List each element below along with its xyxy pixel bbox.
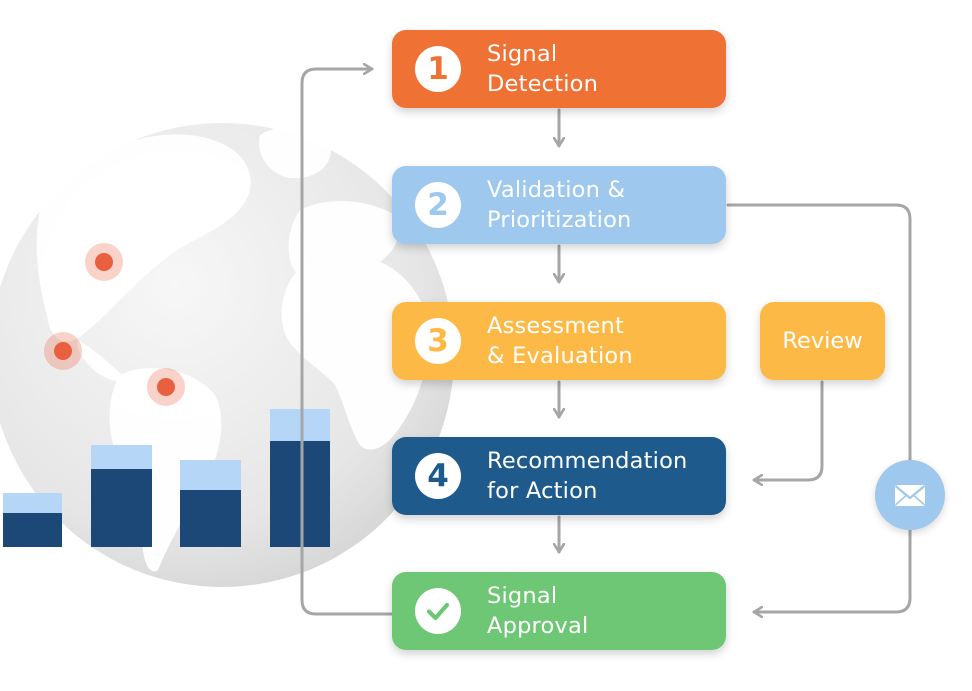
bar-3-bottom: [180, 490, 241, 547]
step-number-badge: 1: [415, 46, 461, 92]
step-signal-approval[interactable]: Signal Approval: [392, 572, 726, 650]
loop-back-arrow: [300, 69, 394, 616]
bar-4-bottom: [270, 441, 330, 547]
step-label-line-1: Recommendation: [487, 448, 688, 474]
flow-connectors: [300, 69, 912, 616]
step-label: Assessment & Evaluation: [487, 311, 633, 371]
step-label-line-1: Signal: [487, 583, 558, 609]
step-label-line-2: Approval: [487, 613, 589, 639]
step-label: Recommendation for Action: [487, 446, 688, 506]
step-label-line-2: & Evaluation: [487, 343, 633, 369]
review-box[interactable]: Review: [760, 302, 885, 380]
step-label-line-1: Signal: [487, 41, 558, 67]
step-label: Validation & Prioritization: [487, 175, 632, 235]
step-validation-prioritization[interactable]: 2 Validation & Prioritization: [392, 166, 726, 244]
bar-1-top: [3, 493, 62, 513]
bar-3-top: [180, 460, 241, 490]
bar-chart-illustration: [3, 409, 330, 547]
step-label-line-1: Validation &: [487, 177, 626, 203]
step-recommendation-for-action[interactable]: 4 Recommendation for Action: [392, 437, 726, 515]
location-dot-icon: [147, 368, 185, 406]
step-label-line-2: Detection: [487, 71, 599, 97]
step-assessment-evaluation[interactable]: 3 Assessment & Evaluation: [392, 302, 726, 380]
envelope-icon[interactable]: [875, 460, 945, 530]
location-dot-icon: [44, 332, 82, 370]
checkmark-icon: [415, 588, 461, 634]
step-signal-detection[interactable]: 1 Signal Detection: [392, 30, 726, 108]
step-label-line-1: Assessment: [487, 313, 624, 339]
step-label: Signal Detection: [487, 39, 598, 99]
step-label-line-2: for Action: [487, 478, 598, 504]
bar-2-top: [91, 445, 152, 469]
bar-1-bottom: [3, 513, 62, 547]
step-number-badge: 3: [415, 318, 461, 364]
review-label: Review: [782, 328, 863, 354]
bar-2-bottom: [91, 469, 152, 547]
bar-4-top: [270, 409, 330, 441]
review-arrow: [752, 380, 824, 480]
step-label-line-2: Prioritization: [487, 207, 632, 233]
location-dot-icon: [85, 243, 123, 281]
step-number-badge: 2: [415, 182, 461, 228]
notification-arrow: [726, 203, 912, 612]
step-number-badge: 4: [415, 453, 461, 499]
step-label: Signal Approval: [487, 581, 588, 641]
